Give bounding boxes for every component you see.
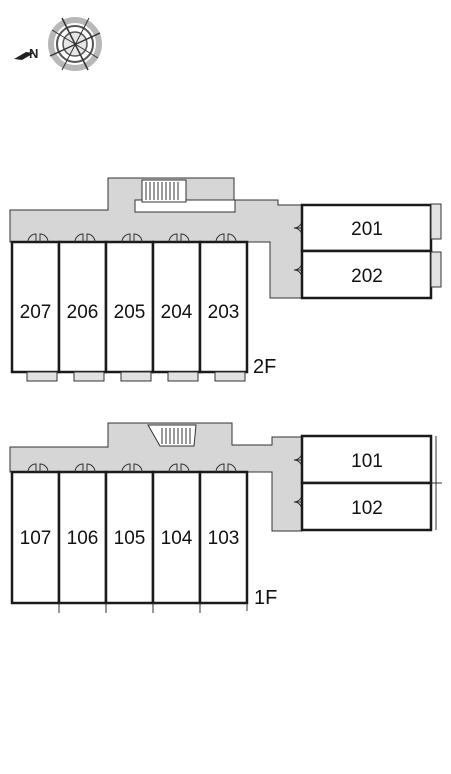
floor-1-east-units (300, 434, 442, 532)
unit-102 (300, 481, 433, 532)
unit-102-label: 102 (351, 498, 383, 519)
unit-204 (151, 240, 202, 374)
unit-104 (151, 470, 202, 605)
floor-1-corridor (9, 422, 303, 532)
floor-2-east-units (300, 203, 442, 300)
unit-103 (198, 470, 249, 605)
unit-207-label: 207 (20, 302, 52, 323)
floor-2-balconies (26, 371, 246, 382)
floor-1-stairs (147, 424, 197, 447)
floor-1-terrace-dividers (58, 603, 248, 613)
unit-103-label: 103 (208, 528, 240, 549)
unit-202 (300, 249, 433, 300)
floor-1-west-units (10, 470, 249, 605)
unit-201-label: 201 (351, 219, 383, 240)
unit-107 (10, 470, 61, 605)
unit-205 (104, 240, 155, 374)
floor-2-label: 2F (253, 356, 276, 378)
floor-2-doors (27, 219, 303, 279)
floor-2-west-units (10, 240, 249, 374)
floor-1-label: 1F (254, 587, 277, 609)
unit-107-label: 107 (20, 528, 52, 549)
unit-105 (104, 470, 155, 605)
compass-north-label: N (29, 46, 38, 61)
unit-101 (300, 434, 433, 485)
unit-203-label: 203 (208, 302, 240, 323)
unit-201 (300, 203, 433, 253)
unit-105-label: 105 (114, 528, 146, 549)
floor-2-plan: 207 206 205 204 203 201 202 2F (9, 177, 442, 382)
floor-2-stairs (141, 179, 187, 203)
unit-106-label: 106 (67, 528, 99, 549)
unit-202-label: 202 (351, 266, 383, 287)
unit-207 (10, 240, 61, 374)
unit-204-label: 204 (161, 302, 193, 323)
unit-205-label: 205 (114, 302, 146, 323)
floor-1-plan: 107 106 105 104 103 101 102 1F (9, 422, 442, 613)
compass-rose-icon: N (14, 17, 102, 71)
unit-206-label: 206 (67, 302, 99, 323)
unit-101-label: 101 (351, 451, 383, 472)
unit-104-label: 104 (161, 528, 193, 549)
